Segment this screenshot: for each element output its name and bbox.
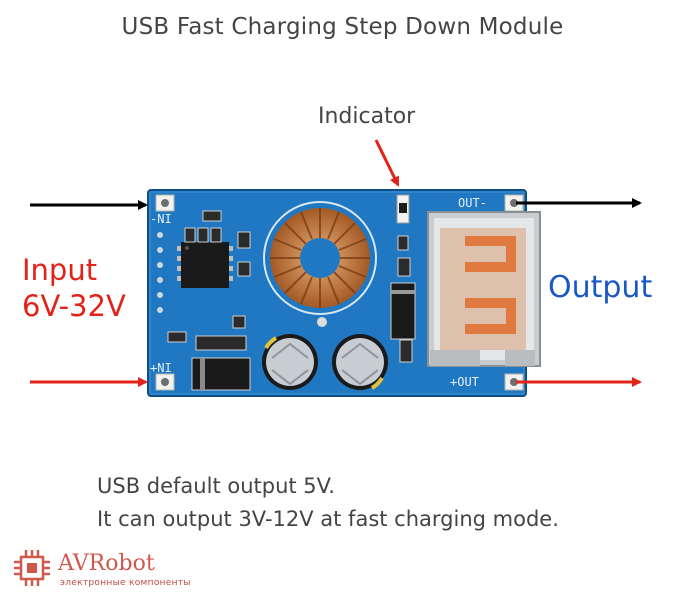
toroid-inductor: [263, 201, 377, 327]
note-fast-charging: It can output 3V-12V at fast charging mo…: [97, 507, 559, 531]
output-label: Output: [548, 270, 653, 305]
page-title: USB Fast Charging Step Down Module: [121, 14, 564, 40]
pcb-board: -NI +NI OUT- +OUT: [147, 189, 541, 397]
chip-logo-icon: [14, 550, 50, 586]
input-voltage-range: 6V-32V: [22, 289, 126, 323]
brand-subtitle: электронные компоненты: [60, 578, 191, 588]
usb-port: [427, 211, 541, 367]
input-label: Input: [22, 253, 98, 287]
silk-out-plus: +OUT: [450, 375, 479, 389]
ic-chip: [177, 242, 233, 288]
capacitor-right: [332, 334, 388, 390]
silk-out-minus: OUT-: [458, 196, 487, 210]
indicator-arrow: [374, 139, 400, 187]
indicator-label: Indicator: [318, 104, 416, 129]
capacitor-left: [262, 334, 318, 390]
note-default-output: USB default output 5V.: [97, 474, 335, 498]
brand-name: AVRobot: [58, 551, 155, 576]
silk-in-plus: +NI: [150, 361, 172, 375]
silk-in-minus: -NI: [150, 212, 172, 226]
